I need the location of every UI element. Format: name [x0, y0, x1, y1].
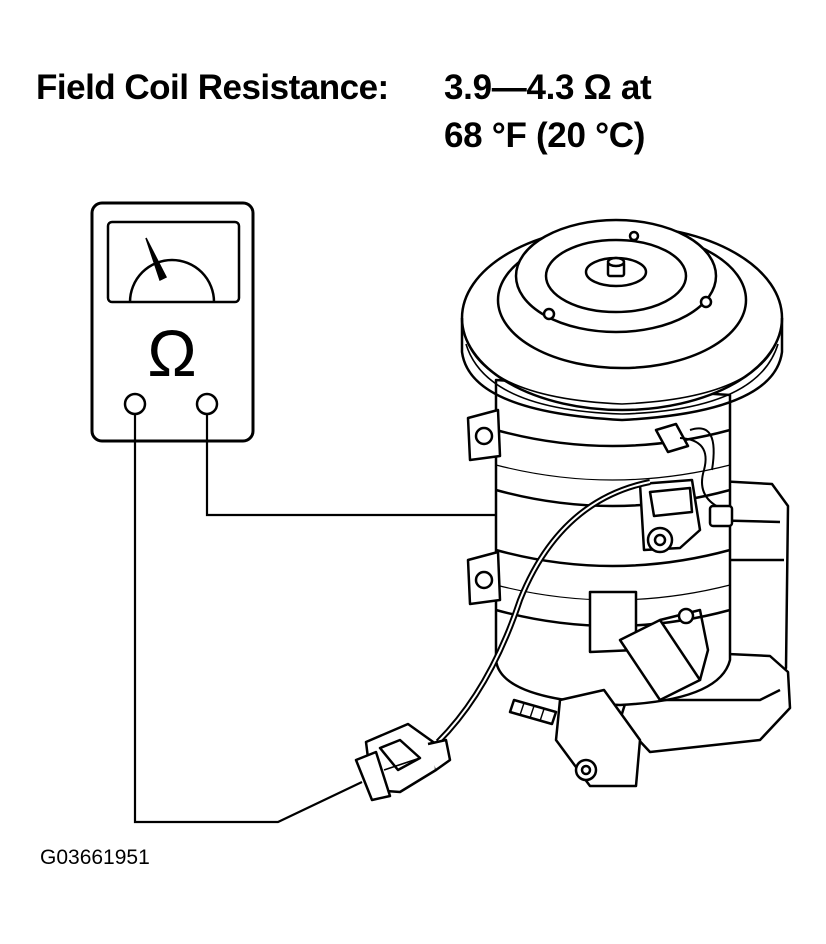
figure-id: G03661951 [40, 846, 150, 869]
probe-jack-left [123, 392, 147, 416]
discharge-fitting [554, 688, 642, 788]
coil-terminal [648, 486, 694, 518]
connector-icon [354, 722, 452, 802]
lead-to-connector [133, 414, 363, 824]
field-coil-resistance-label: Field Coil Resistance: [36, 68, 389, 107]
resistance-range-value: 3.9—4.3 Ω at [444, 68, 652, 107]
ohmmeter-icon: Ω [90, 201, 255, 443]
valve-stem [508, 698, 558, 726]
compressor-icon [460, 218, 792, 788]
needle-icon [145, 237, 168, 282]
test-leads [133, 414, 526, 824]
probe-jack-right [195, 392, 219, 416]
ohm-symbol: Ω [147, 316, 196, 390]
lead-to-compressor [205, 414, 520, 517]
temperature-condition: 68 °F (20 °C) [444, 116, 646, 155]
